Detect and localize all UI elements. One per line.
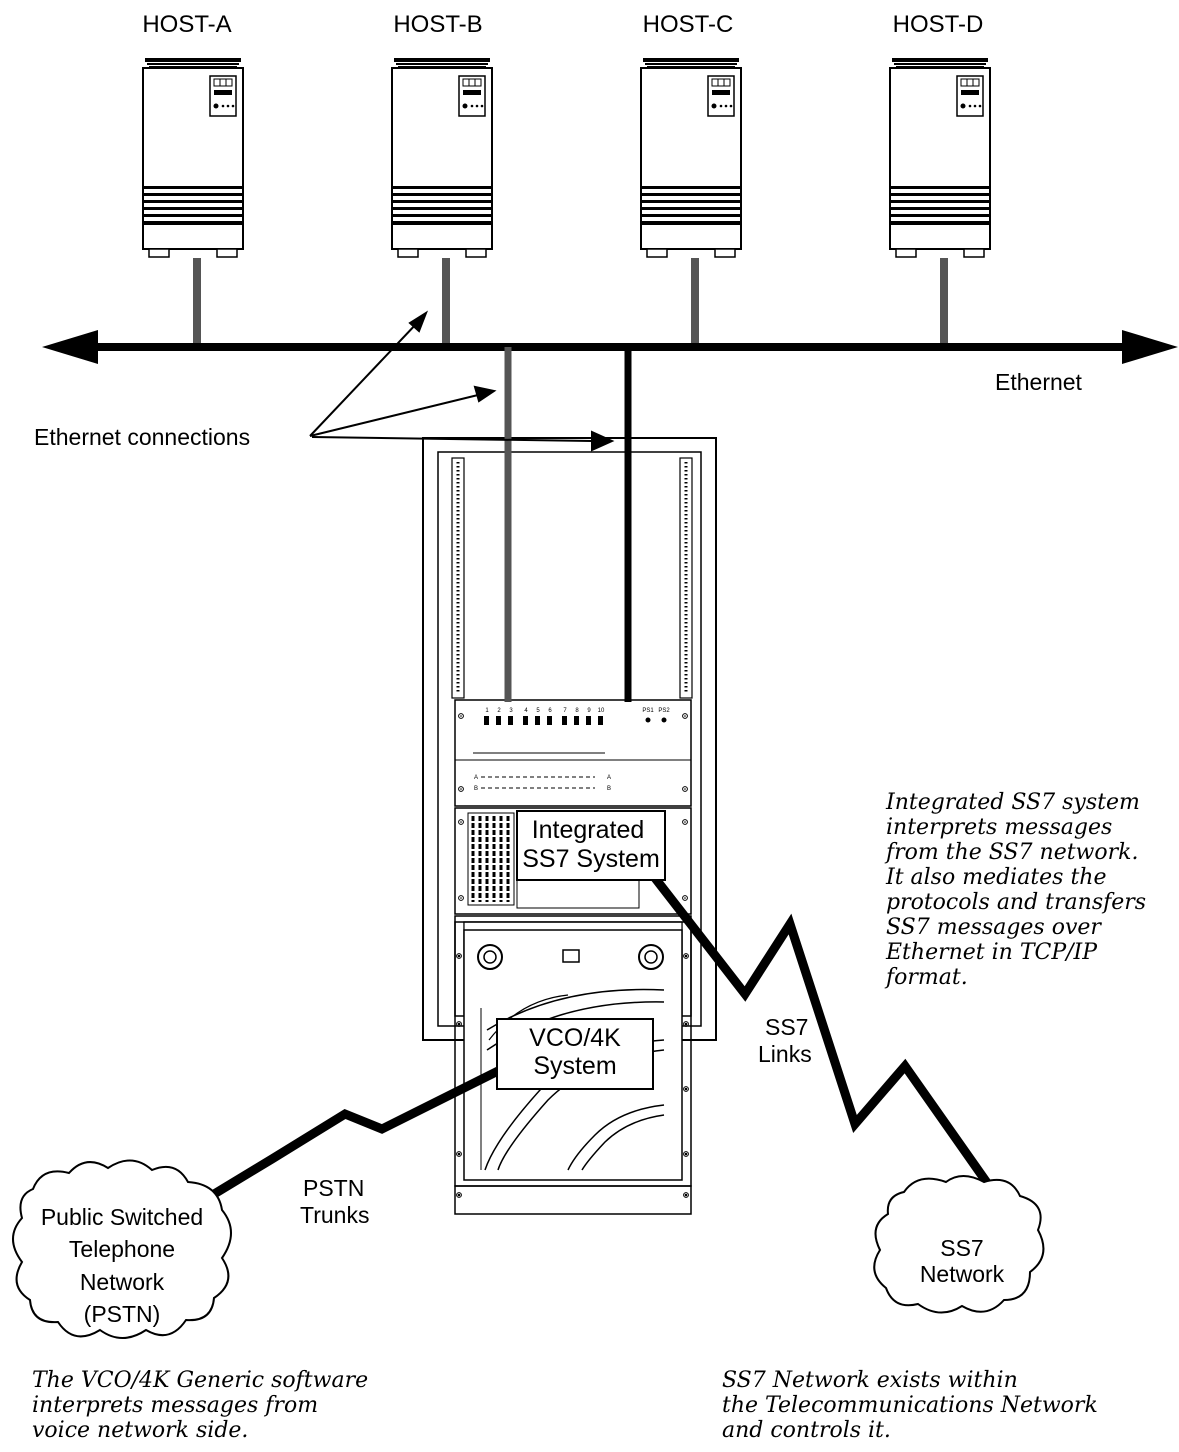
svg-text:8: 8	[575, 708, 579, 714]
svg-text:PS1: PS1	[642, 708, 654, 714]
host-d-label: HOST-D	[893, 11, 984, 38]
host-b-computer-icon	[391, 57, 493, 258]
svg-text:Ethernet in TCP/IP: Ethernet in TCP/IP	[885, 940, 1098, 965]
svg-text:interprets messages from: interprets messages from	[32, 1393, 318, 1418]
vco-4k-system-box: VCO/4K System	[496, 1018, 654, 1090]
svg-text:It also mediates the: It also mediates the	[885, 865, 1107, 890]
svg-text:Integrated: Integrated	[532, 816, 645, 844]
host-a-computer-icon	[142, 57, 244, 258]
svg-text:(PSTN): (PSTN)	[84, 1301, 161, 1327]
ethernet-label: Ethernet	[995, 369, 1083, 395]
svg-text:interprets messages: interprets messages	[886, 815, 1112, 840]
pstn-trunks-line	[165, 1065, 503, 1226]
pstn-trunks-label: PSTN Trunks	[300, 1175, 369, 1228]
svg-text:SS7 Network exists within: SS7 Network exists within	[722, 1368, 1018, 1393]
svg-text:5: 5	[536, 708, 540, 714]
svg-text:3: 3	[509, 708, 513, 714]
svg-text:1: 1	[485, 708, 489, 714]
pstn-cloud-icon: Public Switched Telephone Network (PSTN)	[12, 1159, 232, 1339]
svg-text:and controls it.: and controls it.	[722, 1418, 891, 1443]
host-c-label: HOST-C	[643, 11, 734, 38]
svg-text:format.: format.	[884, 965, 968, 990]
svg-text:A: A	[474, 775, 478, 781]
svg-text:Integrated SS7 system: Integrated SS7 system	[885, 790, 1140, 815]
svg-text:Trunks: Trunks	[300, 1202, 369, 1228]
svg-text:6: 6	[548, 708, 552, 714]
ss7-network-cloud-icon: SS7 Network	[873, 1175, 1045, 1314]
svg-text:A: A	[607, 775, 611, 781]
host-d-computer-icon	[889, 57, 991, 258]
host-drop-lines	[193, 258, 948, 351]
svg-text:2: 2	[497, 708, 501, 714]
svg-text:SS7: SS7	[765, 1014, 808, 1040]
svg-text:protocols and transfers: protocols and transfers	[886, 890, 1146, 915]
svg-text:Public Switched: Public Switched	[41, 1204, 203, 1230]
svg-text:9: 9	[587, 708, 591, 714]
svg-text:SS7 messages over: SS7 messages over	[886, 915, 1102, 940]
svg-text:SS7 System: SS7 System	[522, 845, 660, 873]
host-b-label: HOST-B	[393, 11, 482, 38]
svg-text:PSTN: PSTN	[303, 1175, 364, 1201]
ss7-links-label: SS7 Links	[758, 1014, 812, 1067]
svg-text:Links: Links	[758, 1041, 812, 1067]
ethernet-bus	[42, 330, 1178, 364]
svg-text:4: 4	[524, 708, 528, 714]
vco-generic-note: The VCO/4K Generic software interprets m…	[32, 1368, 368, 1443]
svg-text:7: 7	[563, 708, 567, 714]
host-c-computer-icon	[640, 57, 742, 258]
svg-text:the Telecommunications Network: the Telecommunications Network	[722, 1393, 1098, 1418]
svg-text:from the SS7 network.: from the SS7 network.	[884, 840, 1138, 865]
svg-text:VCO/4K: VCO/4K	[529, 1024, 621, 1052]
host-a-label: HOST-A	[142, 11, 231, 38]
svg-text:10: 10	[598, 708, 605, 714]
svg-text:voice network side.: voice network side.	[32, 1418, 248, 1443]
rack-uplink-cables	[504, 347, 632, 702]
svg-text:Network: Network	[920, 1261, 1005, 1287]
svg-text:System: System	[533, 1052, 616, 1080]
ss7-links-line	[644, 866, 994, 1190]
integrated-ss7-note: Integrated SS7 system interprets message…	[884, 790, 1146, 990]
svg-text:SS7: SS7	[940, 1235, 983, 1261]
ss7-network-note: SS7 Network exists within the Telecommun…	[722, 1368, 1098, 1443]
ethernet-hub-panel: 1 2 3 4 5 6 7 8 9 10 PS1 PS2 A B A B	[454, 699, 692, 807]
ethernet-connections-label: Ethernet connections	[34, 424, 250, 450]
svg-text:Network: Network	[80, 1269, 165, 1295]
svg-text:Telephone: Telephone	[69, 1236, 175, 1262]
ethernet-connections-arrows	[309, 310, 615, 452]
svg-text:The VCO/4K Generic software: The VCO/4K Generic software	[32, 1368, 368, 1393]
integrated-ss7-system-box: Integrated SS7 System	[516, 810, 666, 881]
svg-text:B: B	[607, 786, 611, 792]
svg-text:B: B	[474, 786, 478, 792]
svg-text:PS2: PS2	[658, 708, 670, 714]
